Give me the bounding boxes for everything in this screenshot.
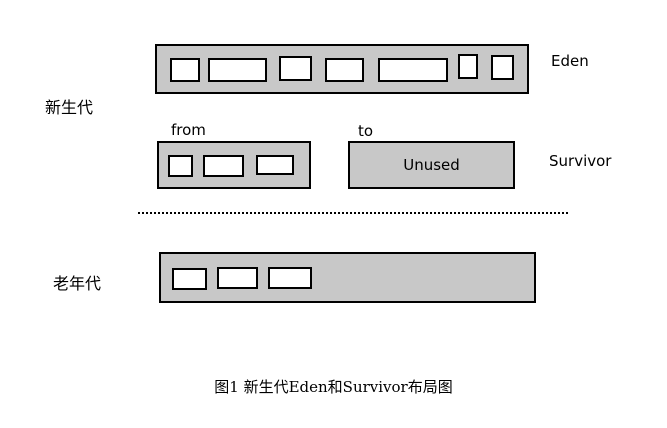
young-generation-label: 新生代: [45, 98, 94, 117]
eden-object-cell: [491, 55, 514, 80]
survivor-label: Survivor: [549, 152, 612, 170]
old-object-cell: [268, 267, 312, 289]
survivor-object-cell: [168, 155, 193, 177]
eden-label: Eden: [551, 52, 589, 70]
eden-object-cell: [378, 58, 448, 82]
survivor-from-region: [157, 141, 311, 189]
old-generation-label: 老年代: [53, 274, 102, 293]
survivor-object-cell: [203, 155, 244, 177]
eden-object-cell: [279, 56, 312, 81]
old-generation-region: [159, 252, 536, 303]
eden-object-cell: [170, 58, 200, 82]
figure-caption: 图1 新生代Eden和Survivor布局图: [214, 378, 453, 396]
survivor-object-cell: [256, 155, 294, 175]
eden-region: [155, 44, 529, 94]
old-object-cell: [217, 267, 258, 289]
survivor-to-label: to: [358, 122, 374, 140]
old-object-cell: [172, 268, 207, 290]
survivor-from-label: from: [171, 121, 206, 139]
unused-text: Unused: [403, 156, 460, 174]
eden-object-cell: [458, 54, 478, 79]
generation-divider: [138, 212, 568, 214]
eden-object-cell: [325, 58, 364, 82]
eden-object-cell: [208, 58, 267, 82]
survivor-to-region: Unused: [348, 141, 515, 189]
